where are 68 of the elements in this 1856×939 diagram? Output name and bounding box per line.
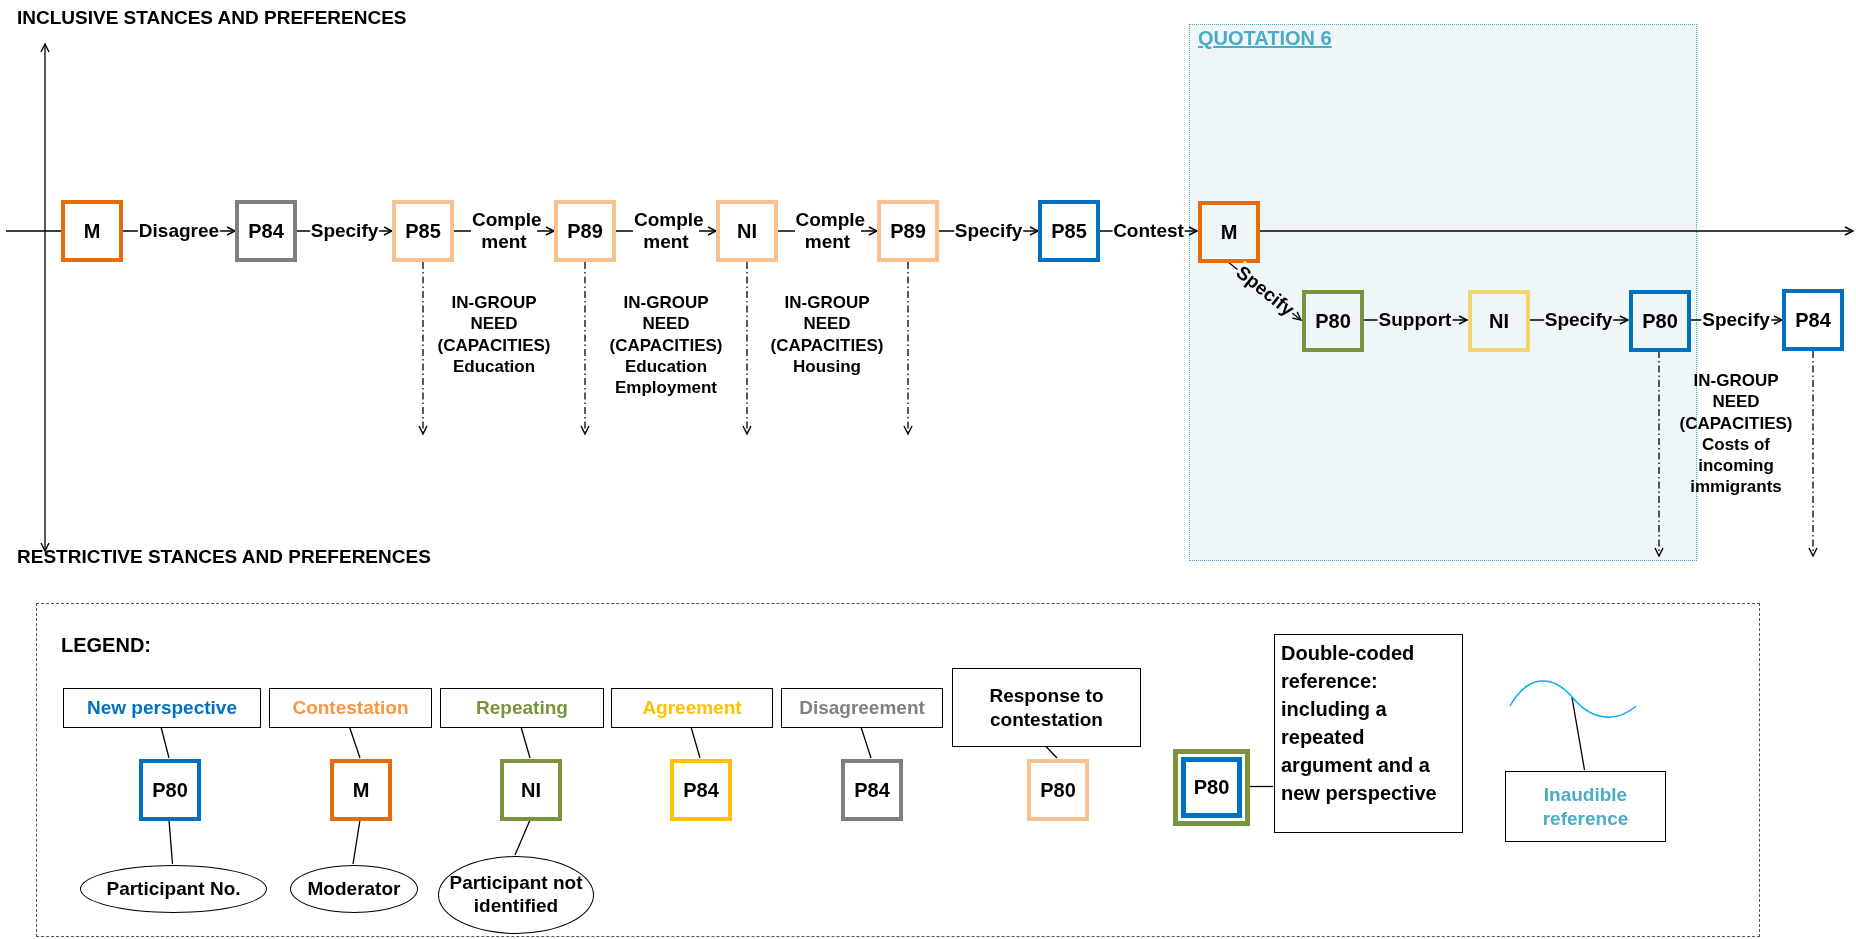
participant-square: P85 [392, 200, 454, 262]
category-label: IN-GROUP NEED (CAPACITIES) Housing [769, 292, 885, 377]
legend-label-box: Response to contestation [952, 668, 1141, 747]
dashed-arrow [418, 261, 428, 435]
participant-square: P80 [1629, 290, 1691, 352]
leader-line [1044, 745, 1058, 759]
moderator-square: M [61, 200, 123, 262]
arrow [453, 226, 555, 236]
legend-title: LEGEND: [61, 634, 151, 657]
arrow [1258, 226, 1854, 236]
category-label: IN-GROUP NEED (CAPACITIES) Costs of incoming immigrants [1678, 370, 1794, 498]
leader-line [514, 819, 531, 856]
leader-line [690, 726, 701, 759]
double-bordered-square: P80 [1173, 749, 1250, 826]
participant-square: P84 [670, 759, 732, 821]
participant-square: P80 [1302, 290, 1364, 352]
legend-label-box: Agreement [611, 688, 773, 728]
participant-square: NI [500, 759, 562, 821]
legend-label-box: Contestation [269, 688, 432, 728]
participant-square: P89 [877, 200, 939, 262]
leader-line [860, 726, 872, 759]
arrow [1528, 315, 1629, 325]
arrow [1689, 315, 1783, 325]
arrow [777, 226, 878, 236]
participant-square: P80 [1027, 759, 1089, 821]
leader-line [168, 819, 174, 865]
participant-square: NI [1468, 290, 1530, 352]
legend-label-box: Repeating [440, 688, 604, 728]
leader-line [352, 819, 361, 865]
arrow [122, 226, 236, 236]
dashed-arrow [1654, 350, 1664, 557]
legend-label-box: Disagreement [781, 688, 943, 728]
participant-square: P89 [554, 200, 616, 262]
participant-square: P84 [235, 200, 297, 262]
arrow [296, 226, 393, 236]
dashed-arrow [903, 261, 913, 435]
arrow [615, 226, 717, 236]
legend-ellipse: Moderator [290, 865, 418, 913]
leader-line [1571, 696, 1586, 771]
leader-line [160, 726, 170, 759]
dashed-arrow [1808, 350, 1818, 557]
legend-panel [36, 603, 1760, 937]
participant-square: NI [716, 200, 778, 262]
category-label: IN-GROUP NEED (CAPACITIES) Education Employment [608, 292, 724, 399]
dashed-arrow [742, 261, 752, 435]
panel-title: QUOTATION 6 [1198, 27, 1332, 50]
moderator-square: M [330, 759, 392, 821]
arrow [938, 226, 1039, 236]
legend-ellipse: Participant not identified [438, 856, 594, 934]
connector-line [5, 230, 62, 232]
arrow [1099, 226, 1198, 236]
leader-line [348, 726, 361, 759]
moderator-square: M [1198, 201, 1260, 263]
category-label: IN-GROUP NEED (CAPACITIES) Education [436, 292, 552, 377]
participant-square: P84 [1782, 289, 1844, 351]
legend-ellipse: Participant No. [80, 865, 267, 913]
leader-line [520, 726, 531, 759]
axis-label: INCLUSIVE STANCES AND PREFERENCES [17, 6, 407, 30]
legend-label-box: New perspective [63, 688, 261, 728]
legend-label-box: Inaudible reference [1505, 771, 1666, 842]
arrow [1362, 315, 1468, 325]
participant-square: P84 [841, 759, 903, 821]
dashed-arrow [580, 261, 590, 435]
participant-square: P80 [139, 759, 201, 821]
participant-square: P85 [1038, 200, 1100, 262]
legend-note-box: Double-coded reference: including a repeated argument and a new perspective [1274, 634, 1463, 833]
leader-line [1248, 785, 1274, 788]
axis-label: RESTRICTIVE STANCES AND PREFERENCES [17, 545, 431, 569]
